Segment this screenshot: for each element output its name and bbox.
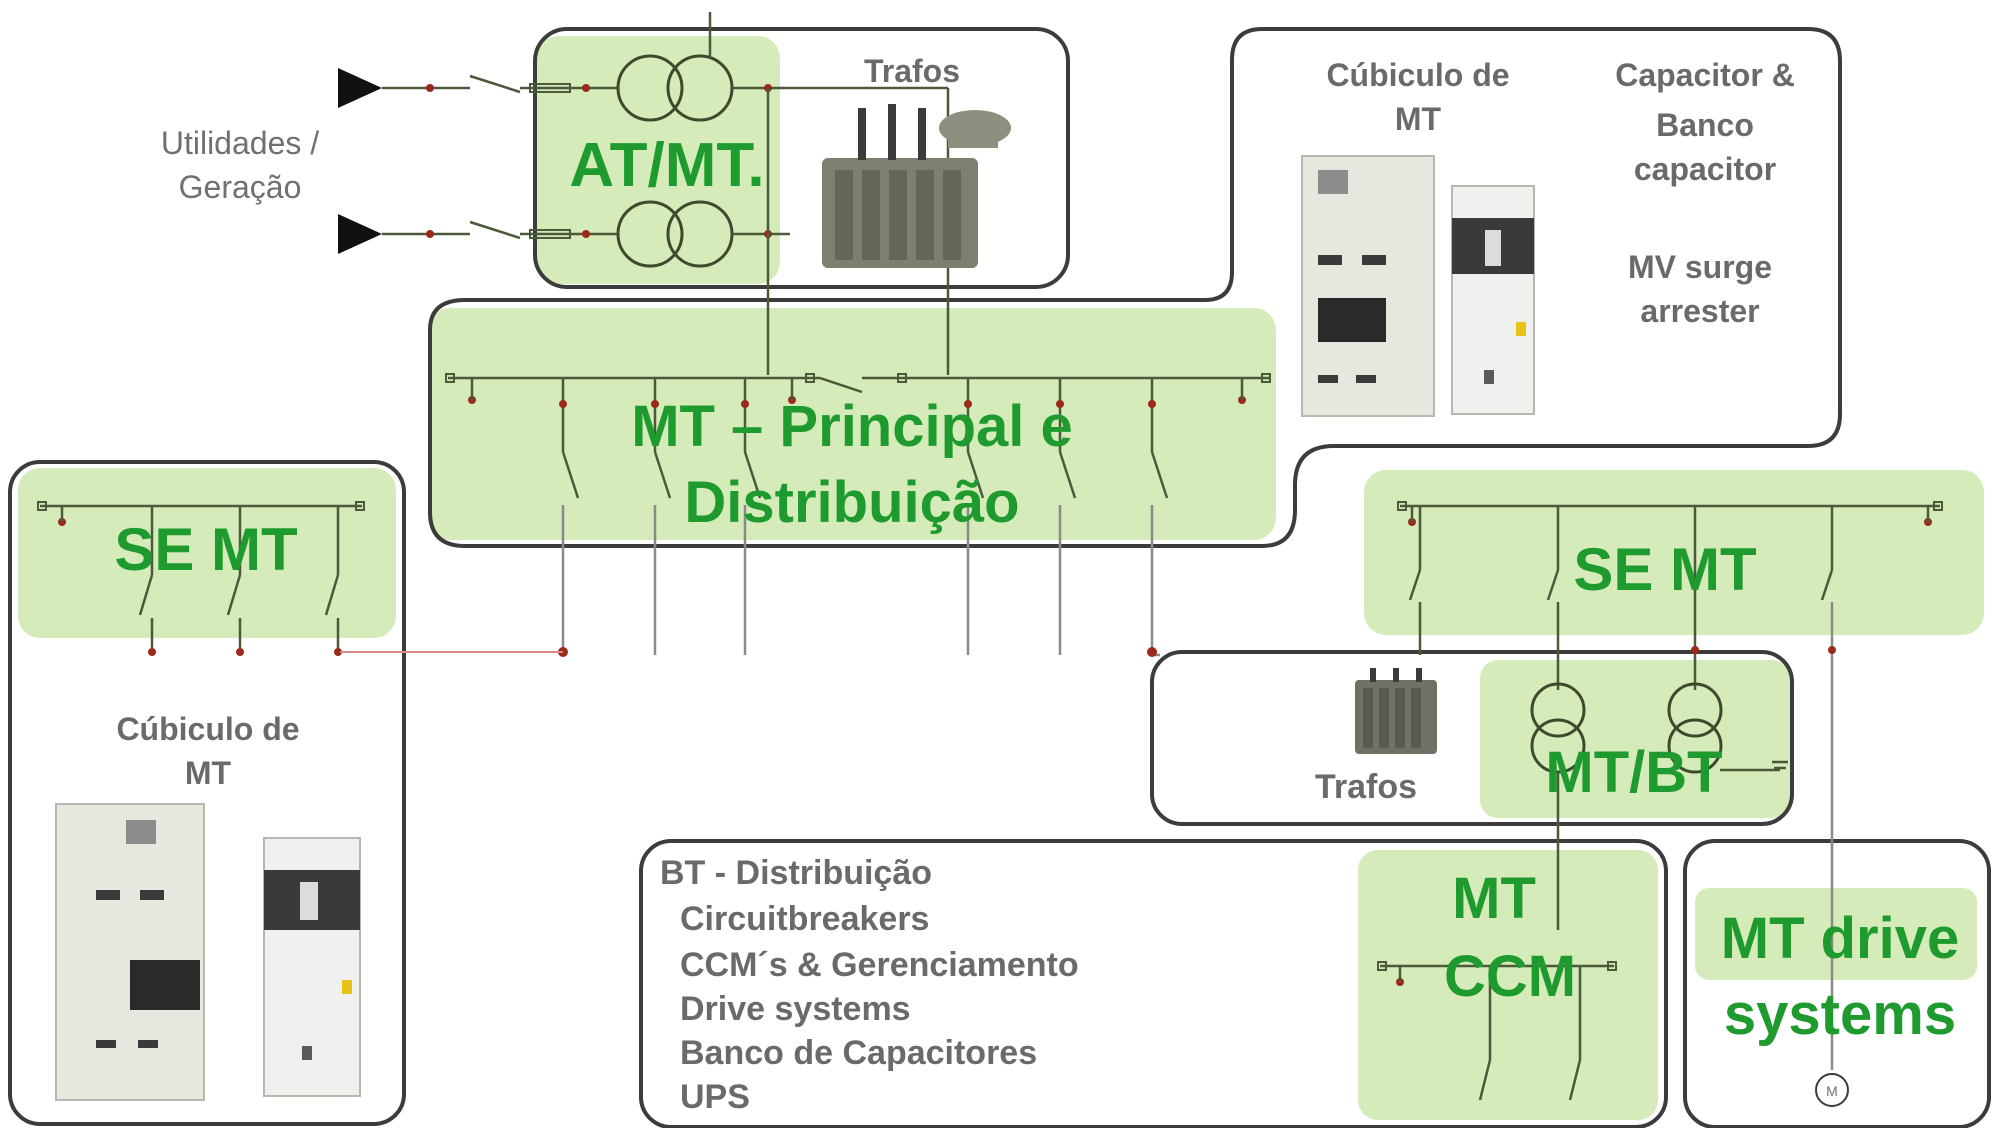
bt-list-heading: BT - Distribuição (660, 854, 932, 892)
mt-drive-title-line1: MT drive (1721, 906, 1960, 971)
power-transformer-image (822, 104, 1011, 268)
surge-label-line2: arrester (1640, 293, 1759, 329)
motor-icon: M (1815, 1073, 1849, 1107)
se-mt-left-busbar (37, 501, 563, 656)
cubiculo-left-label-line2: MT (185, 755, 232, 791)
cubiculo-left-label-line1: Cúbiculo de (116, 711, 299, 747)
cubiculo-top-label-line1: Cúbiculo de (1326, 57, 1509, 93)
frame-mt-drive (1683, 839, 1991, 1128)
mt-ccm-title-line2: CCM (1444, 944, 1576, 1009)
frame-at-mt (533, 27, 1070, 289)
trafos-bottom-label: Trafos (1315, 768, 1417, 806)
zone-se-mt-right (1364, 470, 1984, 635)
bt-list-item: CCM´s & Gerenciamento (680, 946, 1079, 984)
at-mt-title: AT/MT. (569, 131, 764, 200)
bt-list-item: UPS (680, 1078, 750, 1116)
bt-list-item: Circuitbreakers (680, 900, 929, 938)
frame-mt-bt (1150, 650, 1794, 826)
capacitor-label-line2: Banco (1656, 107, 1754, 143)
se-mt-right-busbar (1397, 501, 1943, 1070)
frame-mt-principal-and-cubicle (428, 27, 1842, 548)
utilidades-label-line1: Utilidades / (161, 125, 319, 161)
mt-principal-title-line2: Distribuição (684, 470, 1019, 535)
frame-bt-distribution (639, 839, 1668, 1128)
mt-ccm-title-line1: MT (1452, 866, 1536, 931)
mt-principal-busbar (445, 373, 1271, 657)
capacitor-label-line3: capacitor (1634, 151, 1776, 187)
utilidades-label-line2: Geração (179, 169, 302, 205)
distribution-transformer-image (1355, 668, 1437, 754)
bt-list-item: Banco de Capacitores (680, 1034, 1037, 1072)
capacitor-label-line1: Capacitor & (1615, 57, 1795, 93)
frame-left-cubicle (8, 460, 406, 1126)
zone-mt-drive (1695, 888, 1977, 980)
mv-cubicle-image-left-1 (55, 803, 205, 1101)
trafos-top-label: Trafos (864, 53, 960, 89)
mv-cubicle-image-top-right (1451, 185, 1535, 415)
zone-mt-principal (428, 308, 1276, 540)
zone-mt-ccm (1358, 850, 1658, 1120)
source-1 (338, 12, 948, 122)
se-mt-left-title: SE MT (114, 516, 297, 583)
mt-principal-title-line1: MT – Principal e (631, 394, 1073, 459)
cubiculo-top-label-line2: MT (1395, 101, 1442, 137)
bt-list-item: Drive systems (680, 990, 911, 1028)
mv-cubicle-image-top-left (1301, 155, 1435, 417)
mt-drive-title-line2: systems (1724, 982, 1956, 1047)
surge-label-line1: MV surge (1628, 249, 1772, 285)
zone-se-mt-left (18, 468, 396, 638)
mt-ccm-busbar (1377, 961, 1617, 1101)
mv-cubicle-image-left-2 (263, 837, 361, 1097)
motor-label: M (1826, 1083, 1838, 1099)
se-mt-right-title: SE MT (1573, 536, 1756, 603)
mt-bt-transformer-symbols (1530, 682, 1788, 930)
mt-bt-title: MT/BT (1545, 740, 1722, 805)
zone-at-mt (537, 36, 780, 284)
